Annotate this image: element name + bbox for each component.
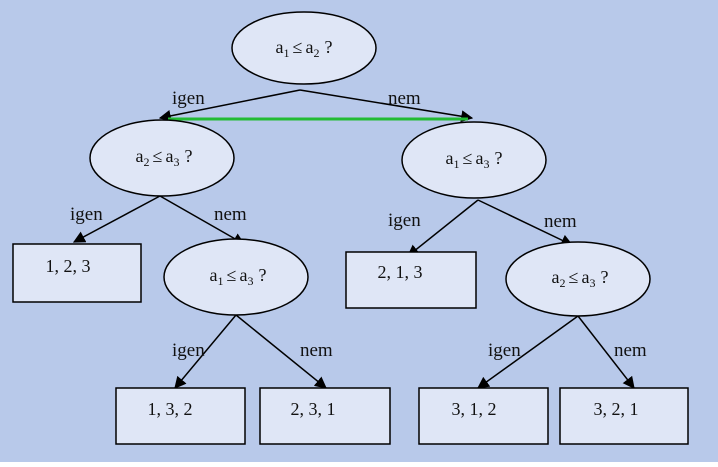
- leaf-box: [559, 387, 689, 445]
- node-shape: [401, 121, 547, 199]
- leaf-node-2: 2, 1, 3: [345, 251, 477, 309]
- leaf-label: 2, 3, 1: [291, 399, 336, 419]
- leaf-node-4: 2, 3, 1: [259, 387, 391, 445]
- leaf-node-6: 3, 2, 1: [559, 387, 689, 445]
- node-shape: [163, 238, 309, 316]
- leaf-box: [12, 243, 142, 303]
- leaf-label: 3, 2, 1: [594, 399, 639, 419]
- decision-node-right-right: a2≤a3?: [505, 241, 651, 317]
- node-shape: [505, 241, 651, 317]
- edge-label-right-yes: igen: [388, 210, 421, 231]
- leaf-node-3: 1, 3, 2: [115, 387, 246, 445]
- edge-label-root-no: nem: [388, 88, 421, 109]
- edge-label-root-yes: igen: [172, 88, 205, 109]
- leaf-box: [418, 387, 549, 445]
- node-condition: a2≤a3?: [552, 267, 609, 290]
- node-condition: a2≤a3?: [136, 146, 193, 169]
- node-shape: [231, 11, 377, 85]
- edge-root-right: [299, 89, 474, 123]
- leaf-label: 3, 1, 2: [452, 399, 497, 419]
- edge-label-right-no: nem: [544, 211, 577, 232]
- edge-label-leftright-yes: igen: [172, 340, 205, 361]
- edge-left-leftright: [159, 195, 246, 245]
- edge-root-left: [158, 89, 301, 122]
- edge-leftright-leaf4: [235, 314, 327, 389]
- edge-leftright-leaf3: [174, 314, 237, 389]
- edge-left-leaf1: [72, 195, 161, 243]
- leaf-box: [115, 387, 246, 445]
- edges: [72, 89, 635, 389]
- edge-rightright-leaf6: [577, 315, 635, 389]
- edge-labels: igen nem igen nem igen nem igen nem igen…: [70, 88, 647, 361]
- leaf-box: [345, 251, 477, 309]
- edge-right-rightright: [477, 199, 574, 246]
- leaf-node-1: 1, 2, 3: [12, 243, 142, 303]
- edge-right-leaf2: [407, 199, 479, 257]
- node-condition: a1≤a3?: [210, 265, 267, 288]
- decision-node-left-right: a1≤a3?: [163, 238, 309, 316]
- leaf-box: [259, 387, 391, 445]
- node-condition: a1≤a2?: [276, 37, 333, 60]
- node-shape: [89, 119, 235, 197]
- leaf-label: 2, 1, 3: [378, 262, 423, 282]
- decision-node-left: a2≤a3?: [89, 119, 235, 197]
- decision-node-right: a1≤a3?: [401, 121, 547, 199]
- leaf-node-5: 3, 1, 2: [418, 387, 549, 445]
- edge-label-rightright-yes: igen: [488, 340, 521, 361]
- edge-label-leftright-no: nem: [300, 340, 333, 361]
- node-condition: a1≤a3?: [446, 148, 503, 171]
- edge-rightright-leaf5: [477, 315, 579, 389]
- edge-label-left-yes: igen: [70, 204, 103, 225]
- decision-node-root: a1≤a2?: [231, 11, 377, 85]
- leaf-label: 1, 3, 2: [148, 399, 193, 419]
- leaf-label: 1, 2, 3: [46, 256, 91, 276]
- edge-label-rightright-no: nem: [614, 340, 647, 361]
- edge-label-left-no: nem: [214, 204, 247, 225]
